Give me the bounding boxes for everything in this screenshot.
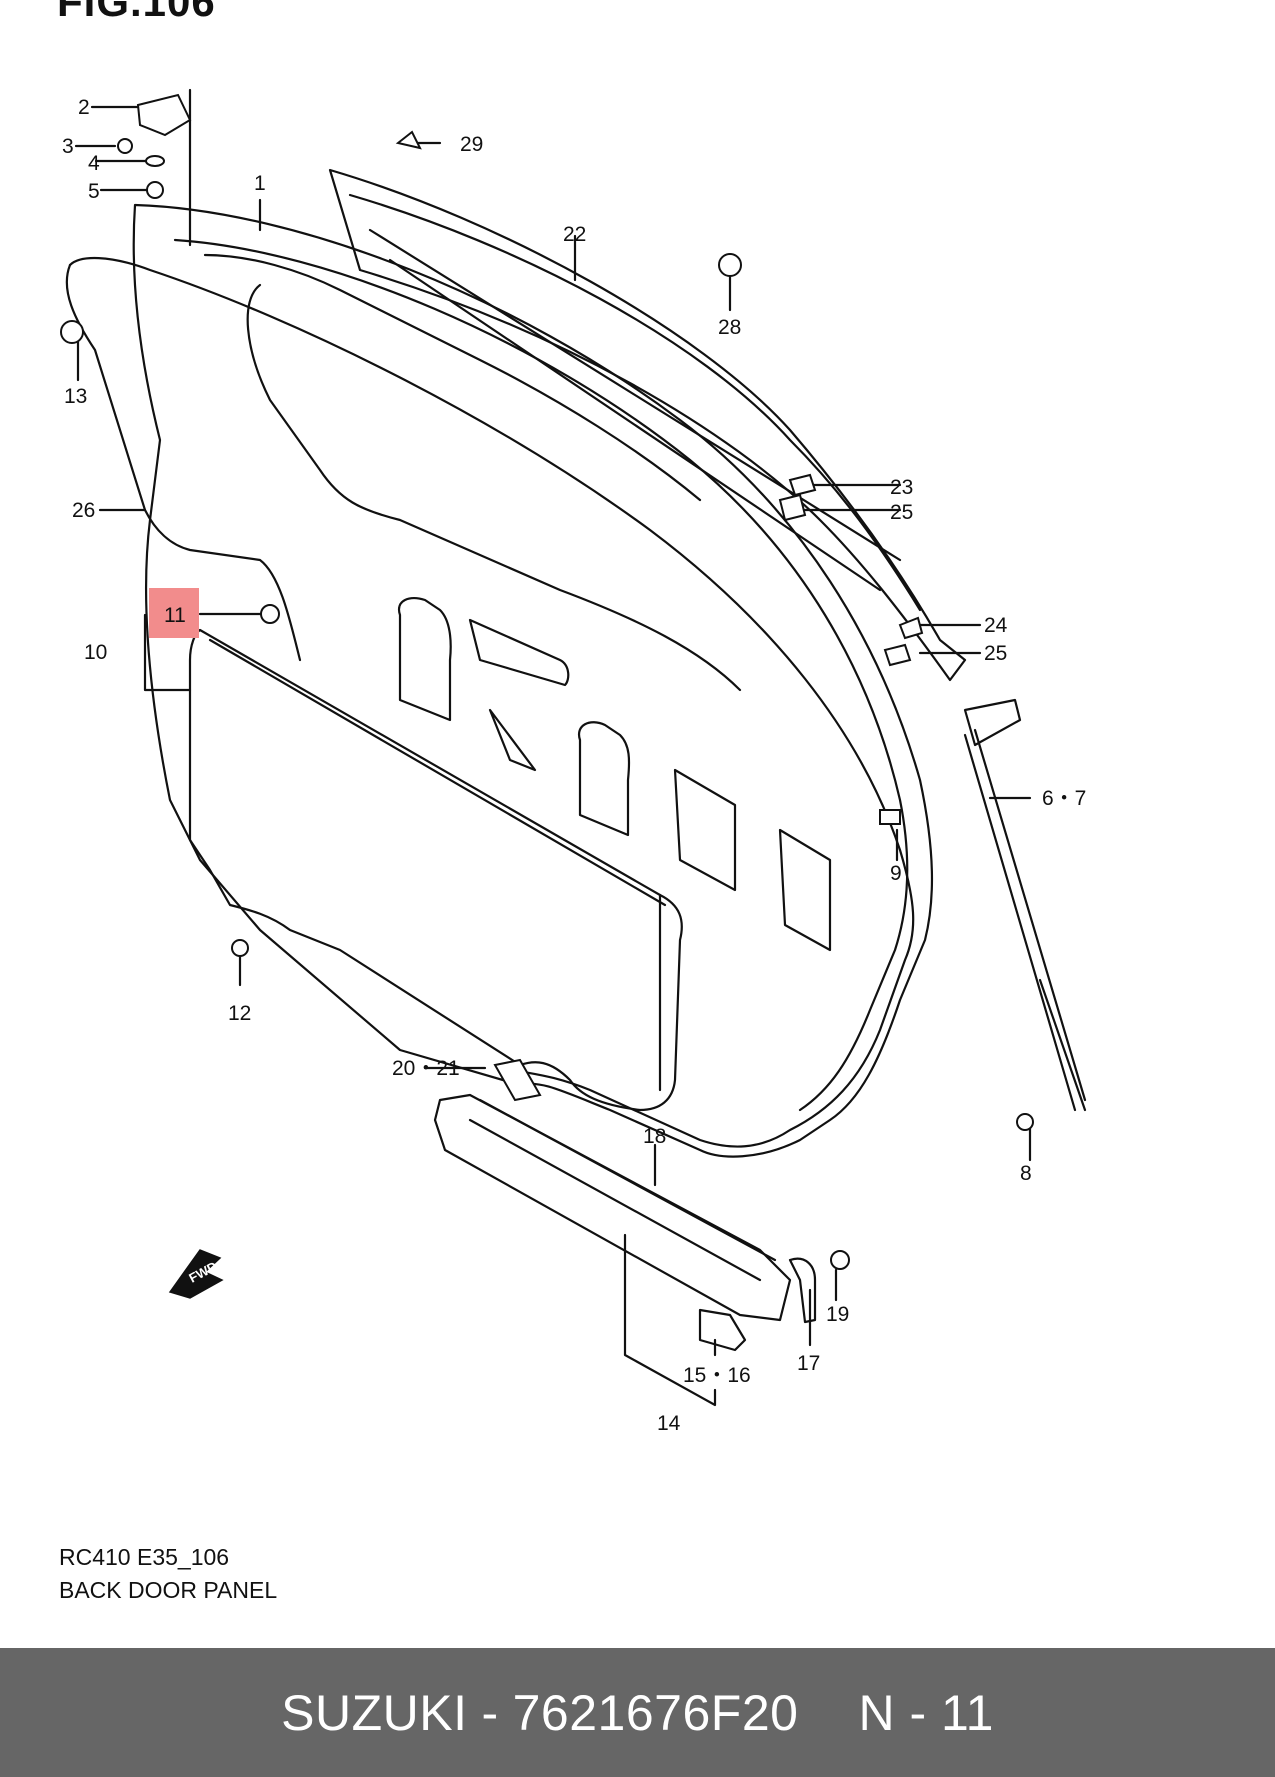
highlight-box	[149, 588, 199, 638]
back-window-glass	[328, 168, 967, 682]
callout-17: 17	[797, 1352, 820, 1375]
figure-name: BACK DOOR PANEL	[59, 1577, 278, 1603]
lock-rail	[433, 1093, 792, 1322]
callout-6-7: 6・7	[1042, 787, 1086, 810]
figure-code: RC410 E35_106	[59, 1544, 230, 1570]
callout-23: 23	[890, 476, 913, 499]
callout-14: 14	[657, 1412, 681, 1435]
part-number: 7621676F20	[512, 1684, 799, 1741]
footer-dash: -	[481, 1684, 499, 1741]
figure-title: FIG.106	[57, 0, 216, 25]
callout-13: 13	[64, 385, 87, 408]
nut-19	[830, 1250, 850, 1270]
back-door-exploded-diagram: FWD 2 3 4 5 1 29 22 28 13 26 11 10 23 25…	[60, 88, 1087, 1435]
callout-1: 1	[254, 172, 266, 195]
clip-23	[788, 473, 817, 497]
diagram-position: N - 11	[858, 1684, 994, 1741]
callout-4: 4	[88, 152, 100, 175]
grommet-13	[60, 320, 84, 344]
stopper-9	[879, 809, 901, 825]
callout-5: 5	[88, 180, 100, 203]
washer-4	[145, 155, 165, 167]
screw-12	[231, 939, 249, 957]
nut-28	[718, 253, 742, 277]
latch-bracket	[698, 1308, 747, 1352]
clip-25a	[778, 493, 807, 522]
callout-3: 3	[62, 135, 74, 158]
callout-11: 11	[164, 604, 186, 627]
weatherstrip	[68, 257, 915, 1148]
bolt-8	[1016, 1113, 1034, 1131]
callout-24: 24	[984, 614, 1008, 637]
nut-5	[146, 181, 164, 199]
clip-20-21	[493, 1058, 542, 1102]
callout-29: 29	[460, 133, 483, 156]
part-info-footer: SUZUKI - 7621676F20 N - 11	[0, 1648, 1275, 1777]
clip-24	[898, 616, 924, 640]
garnish-17	[788, 1257, 817, 1324]
callout-28: 28	[718, 316, 741, 339]
callout-10: 10	[84, 641, 107, 664]
callout-18: 18	[643, 1125, 666, 1148]
callout-26: 26	[72, 499, 95, 522]
callout-2: 2	[78, 96, 90, 119]
bolt-3	[117, 138, 133, 154]
callout-25-lower: 25	[984, 642, 1007, 665]
fwd-arrow: FWD	[168, 1249, 224, 1299]
callout-15-16: 15・16	[683, 1364, 751, 1387]
back-door-frame	[132, 203, 934, 1158]
clip-11	[260, 604, 280, 624]
callout-25-upper: 25	[890, 501, 913, 524]
hinge-part-2	[136, 93, 192, 137]
parts-diagram-area: FIG.106	[57, 0, 1087, 1603]
callout-19: 19	[826, 1303, 849, 1326]
callout-22: 22	[563, 223, 586, 246]
clip-25b	[883, 643, 912, 667]
callout-20-21: 20・21	[392, 1057, 460, 1080]
callout-9: 9	[890, 862, 902, 885]
trim-panel	[188, 628, 683, 1112]
callout-8: 8	[1020, 1162, 1032, 1185]
callout-12: 12	[228, 1002, 251, 1025]
gas-strut	[973, 728, 1087, 1102]
clip-29	[395, 130, 422, 150]
brand-name: SUZUKI	[281, 1684, 468, 1741]
